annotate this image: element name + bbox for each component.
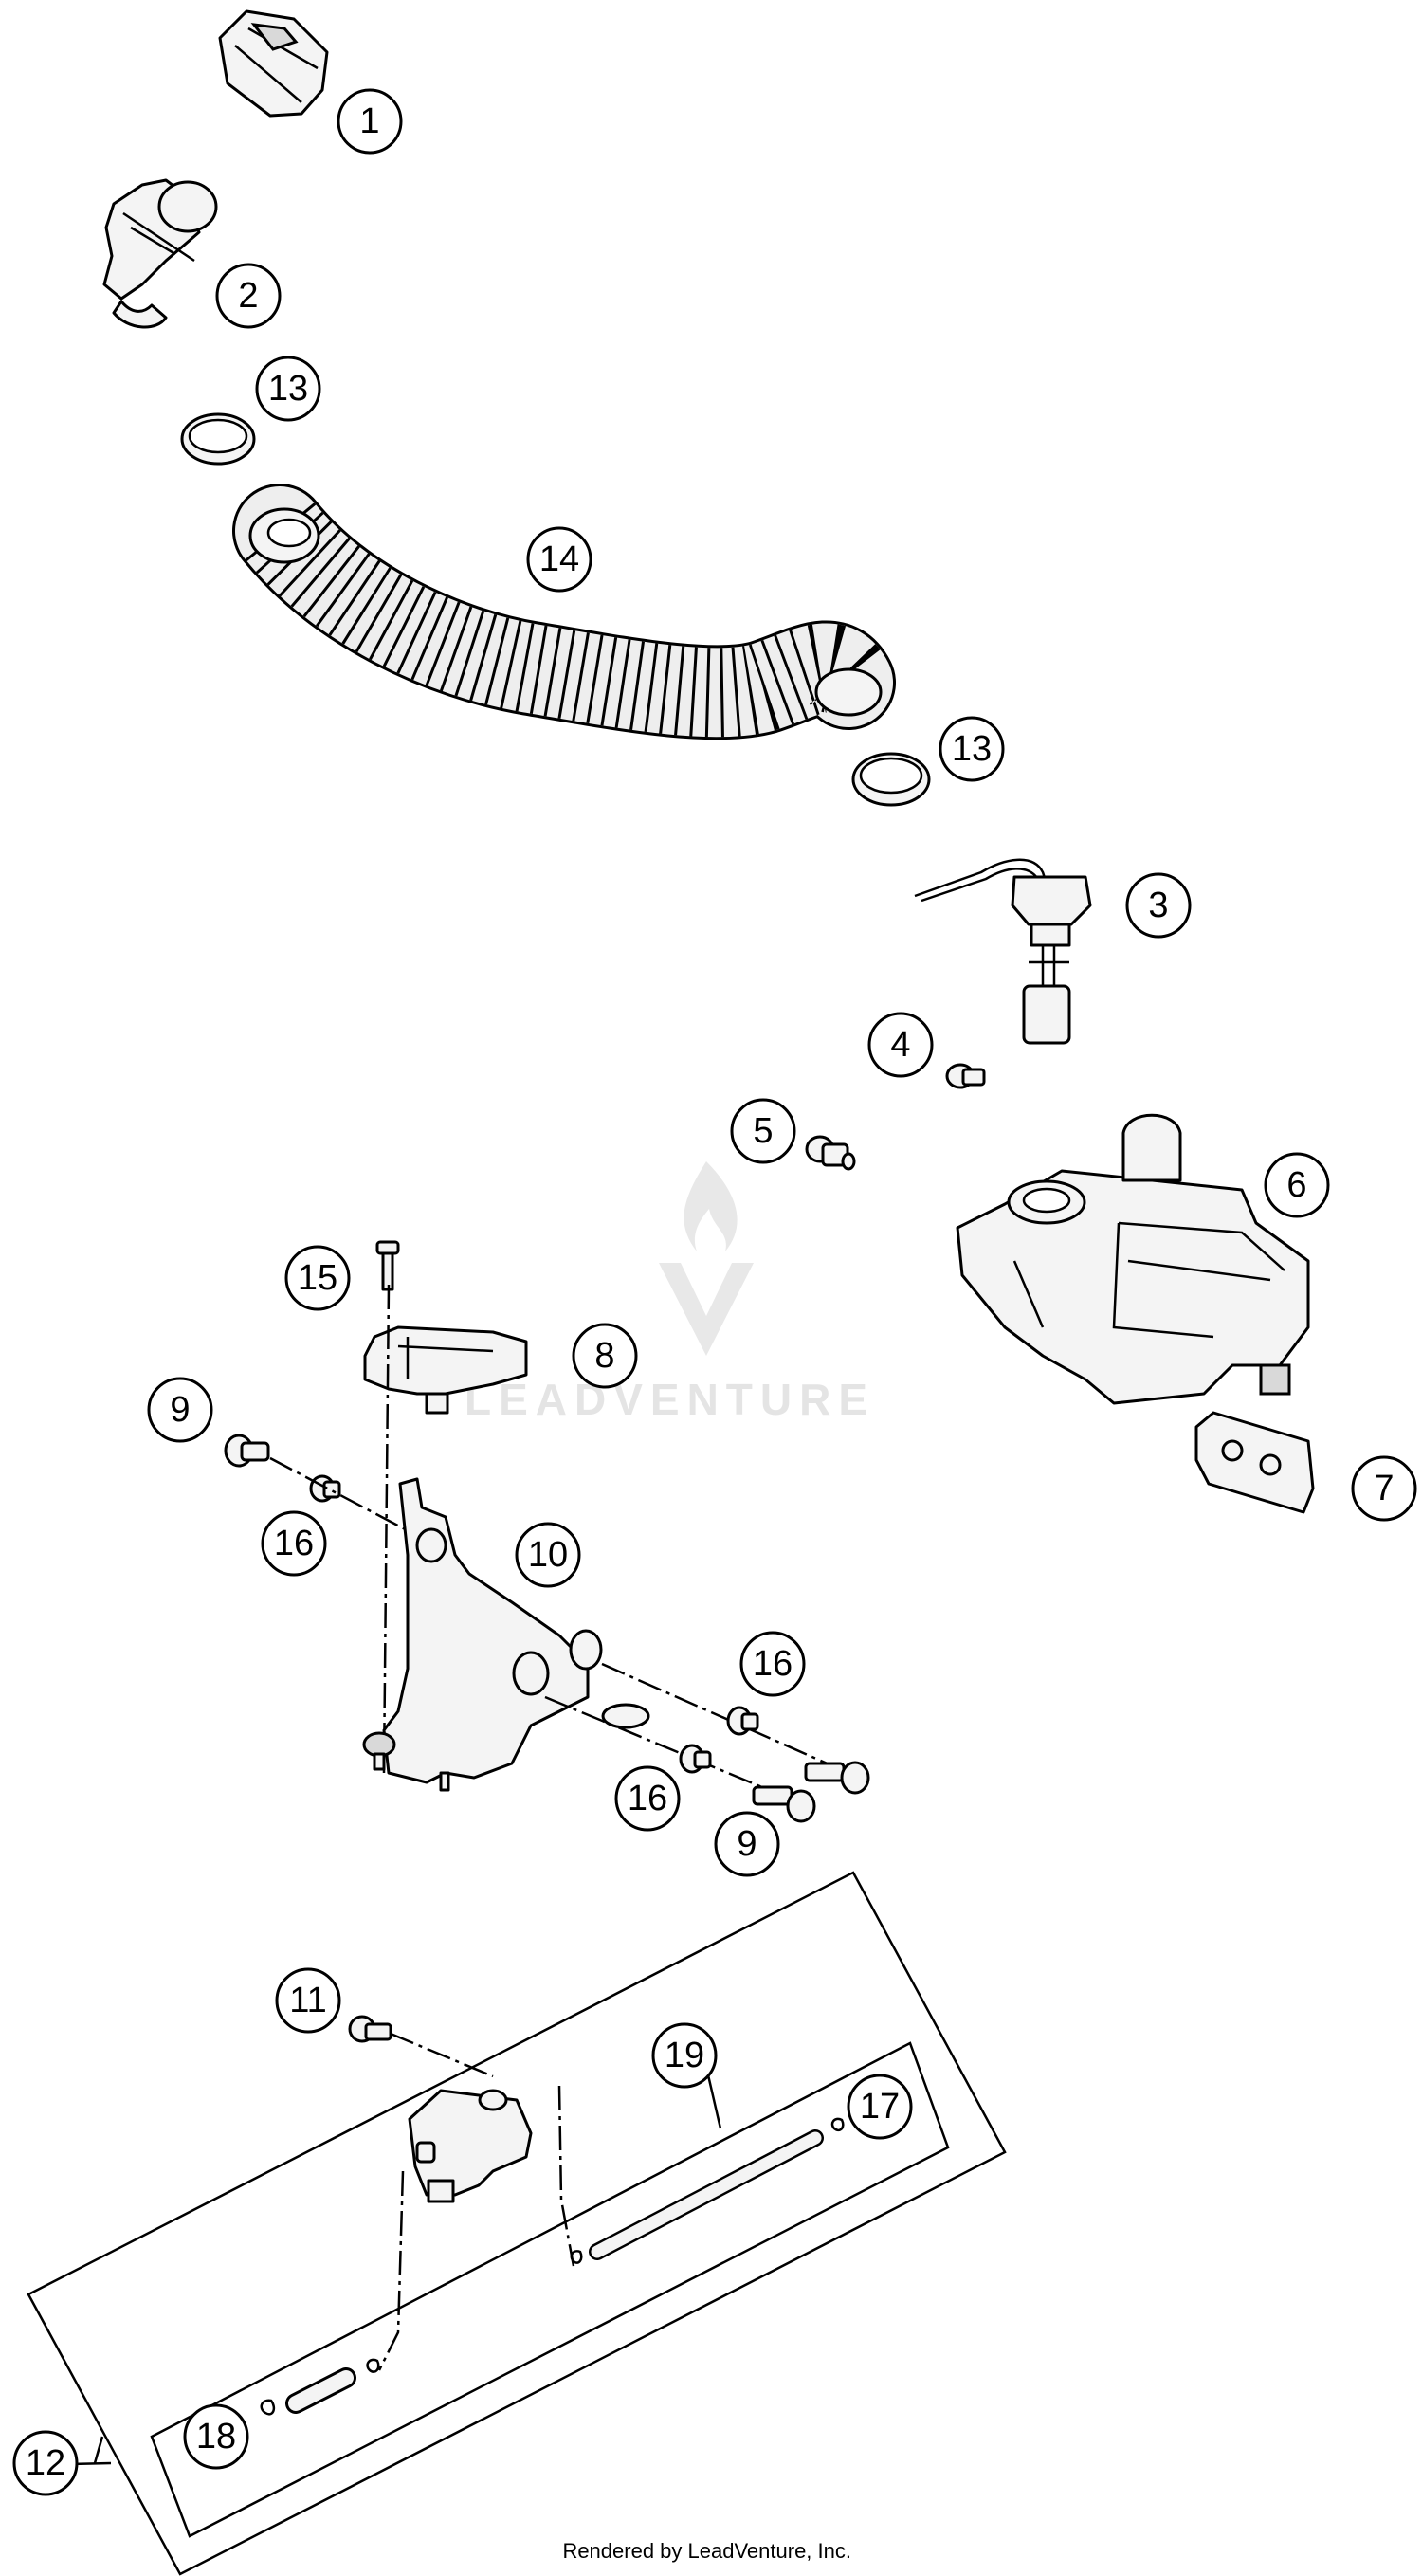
callout-8-label: 8 (594, 1336, 614, 1376)
part-10-bracket (362, 1477, 650, 1792)
part-8-sensor (363, 1325, 528, 1415)
short-hose (285, 2367, 356, 2414)
callout-10[interactable]: 10 (515, 1522, 581, 1588)
callout-7-label: 7 (1374, 1469, 1394, 1508)
callout-10-label: 10 (528, 1535, 568, 1575)
callout-9-right-label: 9 (737, 1824, 757, 1864)
leadventure-watermark: LEADVENTURE (465, 1161, 875, 1424)
callout-4-label: 4 (890, 1025, 910, 1065)
callout-9-left[interactable]: 9 (147, 1377, 213, 1443)
assembly-line-11-to-valve (390, 2032, 494, 2078)
callout-11-label: 11 (289, 1981, 326, 2020)
callout-8[interactable]: 8 (572, 1323, 638, 1389)
assembly-line-10-to-9-upper (601, 1662, 849, 1775)
callout-16-right-lower[interactable]: 16 (614, 1765, 681, 1832)
callout-3[interactable]: 3 (1125, 872, 1192, 939)
part-16-bushing-right-lower (679, 1744, 712, 1774)
part-16-bushing-left (309, 1474, 341, 1503)
assembly-line-valve-to-18 (377, 2170, 405, 2371)
callout-9-right[interactable]: 9 (714, 1811, 780, 1877)
part-9-bolt-left (224, 1434, 270, 1468)
callout-18-label: 18 (196, 2417, 236, 2457)
callout-17-label: 17 (860, 2087, 900, 2127)
watermark-text: LEADVENTURE (465, 1375, 875, 1424)
callout-3-label: 3 (1148, 886, 1168, 925)
assembly-line-15-to-10 (382, 1284, 391, 1774)
callout-7[interactable]: 7 (1351, 1455, 1417, 1522)
render-credit: Rendered by LeadVenture, Inc. (562, 2539, 851, 2563)
callout-6-label: 6 (1286, 1165, 1306, 1205)
part-18-clip-second (366, 2358, 380, 2373)
part-2-filler-neck (102, 178, 218, 329)
callout-16-right-upper-label: 16 (753, 1644, 793, 1684)
callout-1-label: 1 (359, 101, 379, 141)
callout-1[interactable]: 1 (337, 88, 403, 155)
kit-12-inner-frame (150, 2041, 950, 2538)
part-13-hose-clamp-upper (180, 412, 256, 466)
kit-12-outer-frame (27, 1871, 1007, 2576)
part-5-screw (805, 1135, 856, 1171)
part-1-filler-cap (218, 9, 329, 118)
leadventure-flame-logo-icon (659, 1161, 754, 1356)
callout-4[interactable]: 4 (867, 1012, 934, 1078)
callout-9-left-label: 9 (170, 1390, 190, 1430)
assembly-line-9-to-10 (269, 1456, 428, 1543)
part-3-level-sensor (914, 858, 1092, 1045)
part-11-screw (348, 2015, 392, 2043)
callout-19-label: 19 (665, 2036, 704, 2075)
callout-5-label: 5 (753, 1111, 773, 1151)
part-18-clip (260, 2399, 276, 2416)
callout-18[interactable]: 18 (183, 2403, 249, 2470)
callout-13-lower[interactable]: 13 (939, 716, 1005, 782)
part-16-bushing-right-upper (726, 1706, 759, 1736)
callout-19[interactable]: 19 (651, 2022, 718, 2089)
callout-15[interactable]: 15 (284, 1245, 351, 1311)
part-9-bolt-right-lower (752, 1785, 816, 1823)
callout-6[interactable]: 6 (1264, 1152, 1330, 1218)
callout-2[interactable]: 2 (215, 263, 282, 329)
callout-13-lower-label: 13 (952, 729, 992, 769)
callout-16-left-label: 16 (274, 1524, 314, 1563)
part-6-reservoir (956, 1113, 1310, 1405)
callout-13-upper[interactable]: 13 (255, 356, 321, 422)
callout-16-left[interactable]: 16 (261, 1510, 327, 1577)
callout-12-label: 12 (26, 2443, 65, 2483)
part-9-bolt-right-upper (804, 1761, 870, 1795)
part-17-clip (830, 2117, 845, 2132)
part-13-hose-clamp-lower (851, 752, 931, 807)
callout-17[interactable]: 17 (847, 2074, 913, 2140)
leader-lines (27, 2066, 722, 2467)
callout-2-label: 2 (238, 276, 258, 316)
assembly-line-10-to-9-lower (544, 1695, 797, 1803)
callout-11[interactable]: 11 (275, 1967, 341, 2034)
callout-5[interactable]: 5 (730, 1098, 796, 1164)
callout-14[interactable]: 14 (526, 526, 592, 593)
assembly-line-valve-to-19 (557, 2085, 575, 2267)
part-17-clip-second (570, 2250, 583, 2264)
callout-14-label: 14 (539, 539, 579, 579)
callout-12[interactable]: 12 (12, 2430, 79, 2496)
part-7-mounting-clip (1194, 1411, 1315, 1514)
solenoid-valve (408, 2089, 533, 2203)
callout-15-label: 15 (298, 1258, 337, 1298)
part-15-screw (375, 1240, 400, 1291)
part-19-hose (589, 2129, 824, 2260)
callout-16-right-upper[interactable]: 16 (739, 1631, 806, 1697)
part-4-screw (945, 1063, 986, 1089)
callout-13-upper-label: 13 (268, 369, 308, 409)
part-14-corrugated-hose (232, 484, 896, 740)
callout-16-right-lower-label: 16 (628, 1779, 667, 1818)
